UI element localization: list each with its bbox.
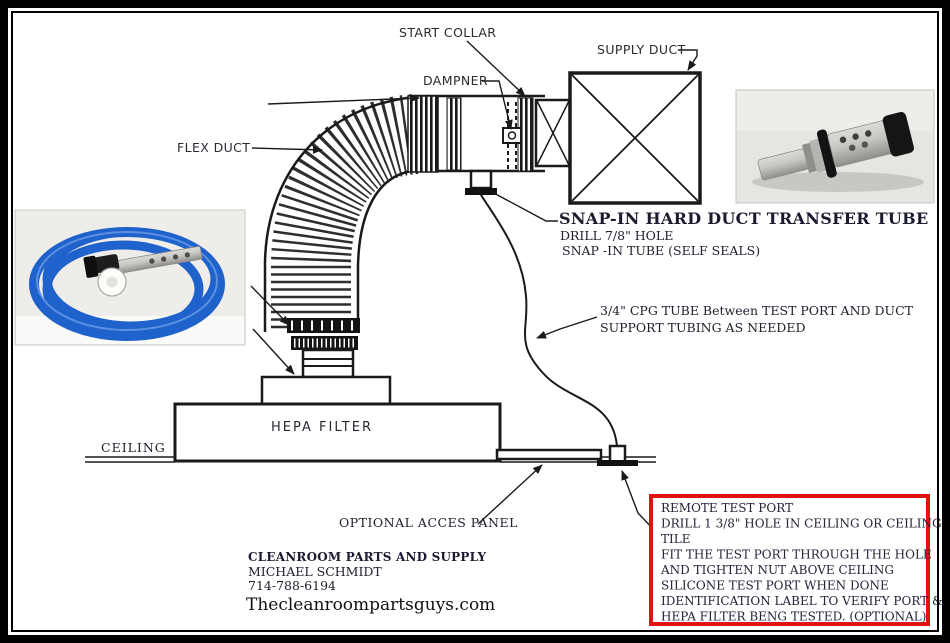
hard-duct-run — [407, 94, 545, 195]
note-line: HEPA FILTER BENG TESTED. (OPTIONAL) — [661, 610, 926, 624]
snap-in-fitting-base — [465, 188, 497, 195]
connector-x-line — [536, 100, 570, 166]
tube-ring — [802, 142, 817, 173]
cpg-leader — [536, 316, 598, 339]
lower-hatch-band — [291, 336, 358, 350]
snap-in-fitting-body — [469, 169, 493, 190]
start-collar-label: START COLLAR — [399, 25, 496, 40]
supply-duct-leader — [678, 49, 698, 71]
company-phone: 714-788-6194 — [248, 578, 336, 593]
note-line: SILICONE TEST PORT WHEN DONE — [661, 579, 889, 593]
filter-collar-box — [260, 375, 392, 406]
company-website: Thecleanroompartsguys.com — [246, 595, 495, 615]
coil-highlight — [36, 231, 218, 331]
supply-duct-label: SUPPLY DUCT — [597, 42, 686, 57]
transfer-tube-photo — [735, 89, 935, 204]
photo-shadow — [752, 172, 924, 192]
flex-duct-inner-wall — [356, 169, 413, 332]
access-panel-leader — [477, 464, 543, 525]
damper — [502, 102, 522, 169]
hepa-filter: HEPA FILTER — [173, 402, 502, 463]
flex-duct-lower-connection — [260, 318, 392, 406]
note-line: IDENTIFICATION LABEL TO VERIFY PORT & — [661, 594, 943, 608]
start-collar-leader — [466, 40, 526, 97]
ceiling-label: CEILING — [101, 440, 166, 455]
collar-neck — [301, 348, 355, 379]
blue-tubing-coil — [29, 227, 225, 341]
fitting-disc-center — [106, 276, 118, 288]
flex-duct-label: FLEX DUCT — [177, 140, 250, 155]
damper-handle-pivot — [507, 131, 517, 140]
fitting-elbow-end — [83, 255, 99, 278]
duct-clamp-band — [446, 97, 462, 171]
snap-in-leader — [489, 190, 558, 222]
cpg-note-line: 3/4" CPG TUBE Between TEST PORT AND DUCT — [600, 303, 914, 318]
snap-in-note-line: SNAP -IN TUBE (SELF SEALS) — [562, 243, 760, 258]
damper-handle — [502, 127, 522, 144]
test-port-flange — [597, 460, 638, 466]
snap-in-fitting — [465, 169, 497, 195]
dampner-label: DAMPNER — [423, 73, 488, 88]
company-contact: MICHAEL SCHMIDT — [248, 564, 382, 579]
fitting-tube-holes — [149, 252, 190, 264]
cpg-note: 3/4" CPG TUBE Between TEST PORT AND DUCT… — [600, 303, 914, 335]
coil-ring — [42, 240, 204, 338]
access-panel — [495, 448, 603, 461]
access-panel-label: OPTIONAL ACCES PANEL — [339, 515, 518, 530]
flex-duct-leader — [251, 145, 323, 154]
hepa-filter-label: HEPA FILTER — [271, 420, 373, 435]
remote-test-port-note-border — [649, 494, 930, 626]
remote-test-port-note: REMOTE TEST PORT DRILL 1 3/8" HOLE IN CE… — [649, 494, 943, 626]
supply-duct — [534, 71, 702, 205]
clamp-leader — [267, 94, 420, 105]
dampner-leader — [482, 80, 513, 130]
kit-leader-lower — [252, 328, 295, 375]
kit-leader-upper — [250, 285, 290, 326]
snap-in-note: SNAP-IN HARD DUCT TRANSFER TUBE DRILL 7/… — [559, 209, 928, 258]
supply-duct-x-line — [571, 74, 699, 202]
tube-ring — [809, 138, 827, 173]
note-line: DRILL 1 3/8" HOLE IN CEILING OR CEILING — [661, 517, 942, 531]
duct-clamp-band — [407, 95, 439, 173]
note-line: FIT THE TEST PORT THROUGH THE HOLE — [661, 548, 932, 562]
company-info: CLEANROOM PARTS AND SUPPLY MICHAEL SCHMI… — [246, 550, 495, 615]
cpg-tube-curve — [477, 189, 618, 447]
transfer-tube-assembly — [757, 112, 914, 181]
tube-cap — [882, 112, 914, 157]
tube-barrel-holes — [839, 130, 872, 151]
note-line: AND TIGHTEN NUT ABOVE CEILING — [660, 563, 894, 577]
frame-inner — [11, 11, 939, 632]
hepa-filter-box — [173, 402, 502, 463]
note-line: REMOTE TEST PORT — [661, 501, 793, 515]
note-line: TILE — [661, 532, 690, 546]
tube-flange — [816, 129, 837, 178]
snap-in-note-title: SNAP-IN HARD DUCT TRANSFER TUBE — [559, 209, 928, 228]
remote-test-port — [597, 444, 638, 466]
test-port-kit-photo — [14, 209, 246, 346]
snap-in-note-line: DRILL 7/8" HOLE — [560, 228, 673, 243]
test-port-body — [608, 444, 627, 464]
company-name: CLEANROOM PARTS AND SUPPLY — [248, 550, 486, 564]
cpg-note-line: SUPPORT TUBING AS NEEDED — [600, 320, 805, 335]
lower-clamp-band — [287, 318, 360, 333]
